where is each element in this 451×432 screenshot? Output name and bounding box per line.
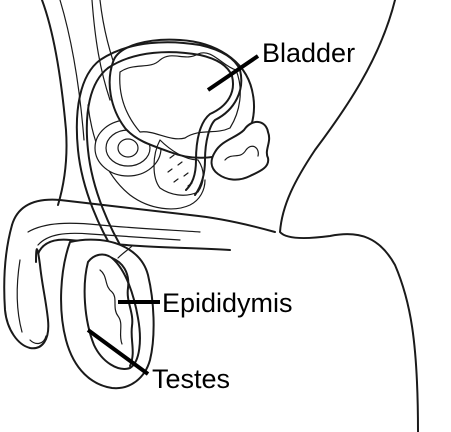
thigh-outline bbox=[42, 0, 67, 205]
testes-label: Testes bbox=[152, 364, 230, 394]
glans bbox=[4, 225, 48, 348]
epididymis-label: Epididymis bbox=[162, 288, 293, 318]
urethra-line bbox=[28, 223, 200, 232]
prostate-texture bbox=[168, 155, 192, 186]
thigh-inner-line bbox=[60, 0, 84, 140]
penis-shaft-upper bbox=[12, 200, 275, 232]
bladder-label: Bladder bbox=[262, 38, 355, 68]
